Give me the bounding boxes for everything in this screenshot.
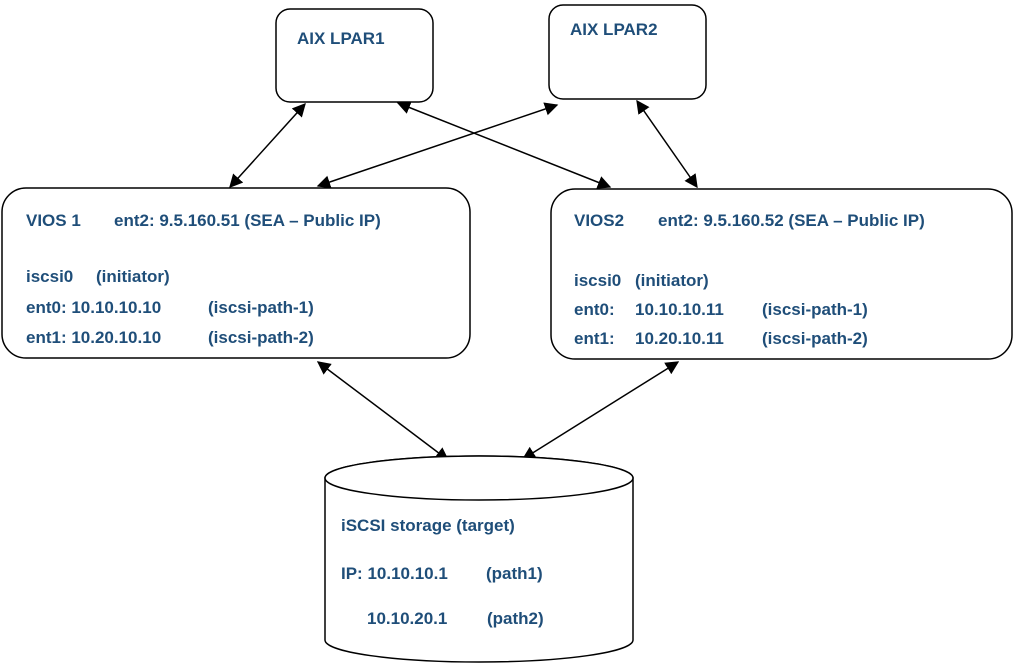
storage-ip2: 10.10.20.1: [367, 609, 447, 628]
vios1-ent2: ent2: 9.5.160.51 (SEA – Public IP): [114, 211, 381, 230]
link-lpar2-vios2: [636, 99, 698, 189]
vios2-iscsi-role: (initiator): [635, 271, 709, 290]
link-vios2-storage: [521, 361, 680, 460]
vios2-iscsi-device: iscsi0: [574, 271, 621, 290]
vios2-ent1-path: (iscsi-path-2): [762, 329, 868, 348]
storage-path2: (path2): [487, 609, 544, 628]
vios2-ent0-label: ent0:: [574, 300, 615, 319]
vios1-ent0-ip: ent0: 10.10.10.10: [26, 298, 161, 317]
vios1-node: VIOS 1 ent2: 9.5.160.51 (SEA – Public IP…: [1, 187, 471, 359]
vios1-ent1-ip: ent1: 10.20.10.10: [26, 328, 161, 347]
storage-ip1: IP: 10.10.10.1: [341, 564, 448, 583]
storage-path1: (path1): [486, 564, 543, 583]
lpar1-label: AIX LPAR1: [297, 29, 385, 48]
storage-cylinder-top: [324, 455, 634, 501]
vios1-ent1-path: (iscsi-path-2): [208, 328, 314, 347]
vios1-name: VIOS 1: [26, 211, 81, 230]
vios2-ent0-path: (iscsi-path-1): [762, 300, 868, 319]
vios2-ent2: ent2: 9.5.160.52 (SEA – Public IP): [658, 211, 925, 230]
vios1-ent0-path: (iscsi-path-1): [208, 298, 314, 317]
lpar2-node: AIX LPAR2: [548, 4, 707, 100]
vios1-iscsi-role: (initiator): [96, 267, 170, 286]
vios2-ent0-ip: 10.10.10.11: [635, 300, 724, 319]
storage-node: iSCSI storage (target) IP: 10.10.10.1 (p…: [324, 455, 634, 663]
storage-title: iSCSI storage (target): [341, 516, 515, 535]
vios2-ent1-label: ent1:: [574, 329, 615, 348]
link-lpar2-vios1: [316, 102, 559, 189]
link-lpar1-vios1: [229, 102, 306, 189]
vios2-ent1-ip: 10.20.10.11: [635, 329, 724, 348]
vios2-node: VIOS2 ent2: 9.5.160.52 (SEA – Public IP)…: [550, 188, 1013, 360]
link-vios1-storage: [316, 361, 450, 461]
vios1-iscsi-device: iscsi0: [26, 267, 73, 286]
lpar2-label: AIX LPAR2: [570, 20, 658, 39]
link-lpar1-vios2: [396, 101, 612, 189]
vios2-name: VIOS2: [574, 211, 624, 230]
lpar1-node: AIX LPAR1: [275, 8, 434, 103]
